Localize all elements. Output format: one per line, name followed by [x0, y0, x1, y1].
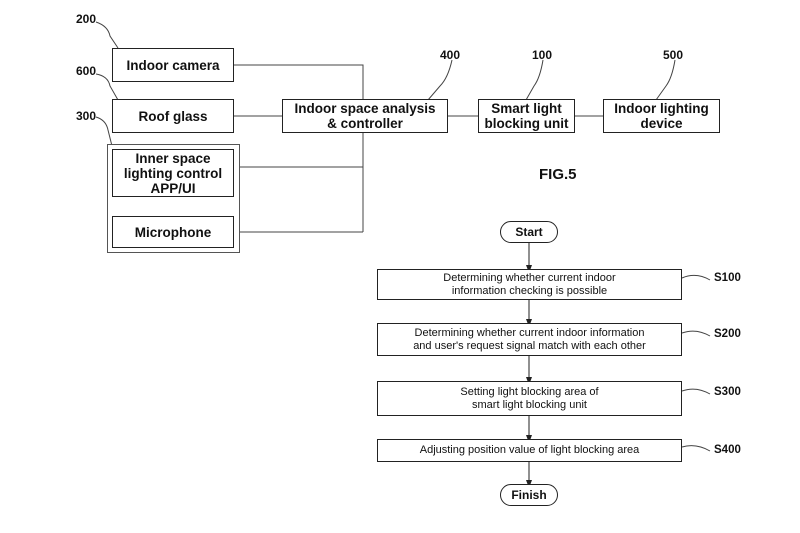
step-s200-box: Determining whether current indoor infor…: [377, 323, 682, 356]
smart-light-blocking-label: Smart light blocking unit: [484, 101, 569, 131]
ref-leader-100: [525, 59, 544, 101]
ref-leader-200: [95, 21, 119, 49]
ref-100: 100: [532, 48, 553, 62]
indoor-camera-box: Indoor camera: [112, 48, 234, 82]
figure-label: FIG.5: [539, 166, 577, 183]
ref-200: 200: [76, 12, 97, 26]
smart-light-blocking-box: Smart light blocking unit: [478, 99, 575, 133]
app-ui-label: Inner space lighting control APP/UI: [123, 150, 223, 196]
finish-terminal: Finish: [500, 484, 558, 506]
controller-box: Indoor space analysis & controller: [282, 99, 448, 133]
step-s400-label: Adjusting position value of light blocki…: [419, 444, 640, 456]
ref-leader-s100: [681, 274, 711, 281]
ref-leader-600: [95, 73, 119, 101]
microphone-box: Microphone: [112, 216, 234, 248]
start-label: Start: [515, 225, 543, 239]
ref-leader-s200: [681, 330, 711, 337]
ref-s400: S400: [714, 444, 741, 456]
ref-leader-s300: [681, 388, 711, 395]
roof-glass-label: Roof glass: [138, 108, 208, 124]
controller-label: Indoor space analysis & controller: [294, 101, 436, 131]
indoor-lighting-label: Indoor lighting device: [614, 101, 709, 131]
step-s400-box: Adjusting position value of light blocki…: [377, 439, 682, 462]
ref-leader-500: [655, 59, 676, 101]
ref-500: 500: [663, 48, 684, 62]
ref-leader-300: [95, 116, 113, 147]
step-s300-label: Setting light blocking area of smart lig…: [460, 385, 599, 411]
step-s100-box: Determining whether current indoor infor…: [377, 269, 682, 300]
ref-600: 600: [76, 64, 97, 78]
ref-s300: S300: [714, 386, 741, 398]
step-s300-box: Setting light blocking area of smart lig…: [377, 381, 682, 416]
app-ui-box: Inner space lighting control APP/UI: [112, 149, 234, 197]
finish-label: Finish: [511, 488, 547, 502]
ref-leader-s400: [681, 445, 711, 452]
ref-300: 300: [76, 109, 97, 123]
start-terminal: Start: [500, 221, 558, 243]
step-s200-label: Determining whether current indoor infor…: [413, 326, 646, 352]
ref-400: 400: [440, 48, 461, 62]
microphone-label: Microphone: [134, 224, 212, 240]
step-s100-label: Determining whether current indoor infor…: [443, 271, 616, 297]
camera-to-controller-line: [234, 64, 364, 232]
ref-s200: S200: [714, 328, 741, 340]
ref-s100: S100: [714, 272, 741, 284]
indoor-camera-label: Indoor camera: [126, 57, 220, 73]
indoor-lighting-box: Indoor lighting device: [603, 99, 720, 133]
ref-leader-400: [427, 59, 453, 101]
roof-glass-box: Roof glass: [112, 99, 234, 133]
